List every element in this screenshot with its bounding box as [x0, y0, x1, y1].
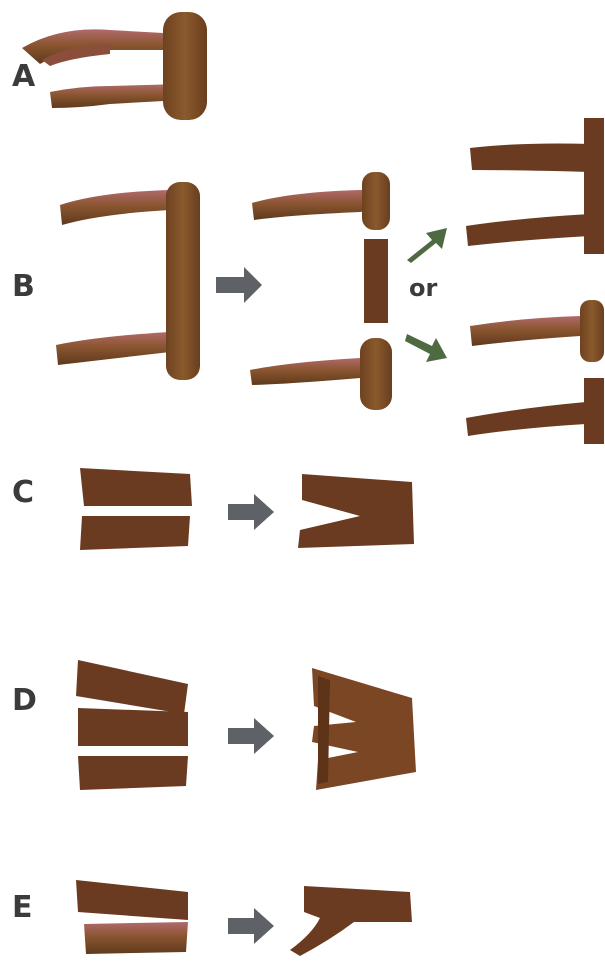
row-d-before	[76, 660, 188, 790]
row-b-left-organism	[56, 182, 200, 380]
arrow-icon	[216, 267, 262, 303]
row-c-bottom-bar	[80, 516, 190, 550]
row-b-outcome-bottom-lower-branch	[466, 402, 596, 436]
row-d-middle-bar	[78, 708, 188, 746]
row-c-v-shape	[298, 474, 414, 548]
row-d-w-shape-shadow	[318, 676, 330, 784]
row-d-bottom-bar	[78, 756, 188, 790]
row-e-top-bar	[76, 880, 188, 920]
row-a-organism	[22, 12, 207, 120]
row-b-outcome-top-lower-branch	[466, 214, 596, 246]
row-e-before	[76, 880, 188, 954]
row-c-before	[80, 468, 192, 550]
row-b-outcome-bottom	[466, 300, 604, 444]
row-c-top-bar	[80, 468, 192, 506]
row-d-after	[312, 668, 416, 790]
arrow-down-right-icon	[405, 334, 447, 362]
row-e-bottom-bar	[84, 922, 188, 954]
row-d-top-bar	[76, 660, 188, 714]
row-b-middle-upper-stub	[362, 172, 390, 230]
row-e-y-shape	[290, 886, 412, 956]
row-e-after	[290, 886, 412, 956]
row-b-outcome-bottom-upper-stub	[580, 300, 604, 362]
arrow-icon	[228, 908, 274, 944]
row-b-outcome-top-upper-branch	[470, 144, 600, 173]
arrow-icon	[228, 718, 274, 754]
row-b-middle-upper-branch	[252, 190, 376, 220]
row-b-outcome-top-trunk	[584, 118, 604, 254]
row-b-middle-lower-branch	[250, 358, 376, 385]
row-a-lower-branch	[50, 84, 182, 108]
row-b-outcome-bottom-lower-stub	[584, 378, 604, 444]
row-b-left-trunk	[166, 182, 200, 380]
row-b-middle-detached-segment	[364, 239, 388, 323]
arrow-icon	[228, 494, 274, 530]
row-b-outcome-bottom-upper-branch	[470, 316, 594, 346]
row-b-middle-organism	[250, 172, 392, 410]
arrow-up-right-icon	[407, 228, 447, 263]
row-b-middle-lower-stub	[360, 338, 392, 410]
row-c-after	[298, 474, 414, 548]
row-b-outcome-top	[466, 118, 604, 254]
row-a-trunk	[163, 12, 207, 120]
